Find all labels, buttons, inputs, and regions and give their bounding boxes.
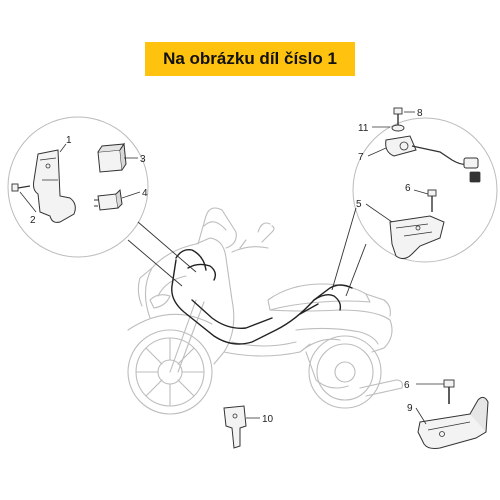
callout-9: 9 bbox=[407, 403, 427, 425]
screw-part-6-upper[interactable] bbox=[427, 189, 437, 212]
callout-10-number: 10 bbox=[262, 414, 274, 425]
callout-6-upper: 6 bbox=[405, 183, 429, 195]
callout-2: 2 bbox=[19, 191, 37, 226]
callout-7-number: 7 bbox=[358, 152, 364, 163]
scooter-illustration bbox=[127, 207, 403, 415]
relay-part-3[interactable] bbox=[97, 142, 127, 173]
connector-part-4[interactable] bbox=[94, 188, 123, 211]
callout-7: 7 bbox=[358, 147, 387, 163]
washer-part-11[interactable] bbox=[391, 124, 405, 132]
bracket-part-10[interactable] bbox=[223, 405, 247, 449]
part-number-banner: Na obrázku díl číslo 1 bbox=[145, 42, 355, 76]
callout-9-number: 9 bbox=[407, 403, 413, 414]
bracket-part-1[interactable] bbox=[33, 149, 76, 223]
callout-6-lower: 6 bbox=[404, 380, 444, 391]
callout-10: 10 bbox=[246, 414, 274, 425]
callout-2-number: 2 bbox=[30, 215, 36, 226]
callout-5-number: 5 bbox=[356, 199, 362, 210]
callout-8-number: 8 bbox=[417, 108, 423, 119]
screw-part-2[interactable] bbox=[11, 183, 31, 192]
bracket-part-5[interactable] bbox=[389, 215, 445, 260]
callout-8: 8 bbox=[404, 108, 423, 119]
callout-3-number: 3 bbox=[140, 154, 146, 165]
callout-6-lower-number: 6 bbox=[404, 380, 410, 391]
callout-1: 1 bbox=[59, 135, 72, 153]
callout-11-number: 11 bbox=[358, 123, 369, 134]
callout-1-number: 1 bbox=[66, 135, 72, 146]
right-detail-inset bbox=[331, 117, 498, 297]
bracket-part-9[interactable] bbox=[417, 396, 489, 449]
callout-3: 3 bbox=[124, 154, 146, 165]
wiring-harness bbox=[171, 248, 353, 345]
screw-part-6-lower[interactable] bbox=[443, 379, 455, 404]
sensor-part-7[interactable] bbox=[385, 135, 481, 183]
callout-4: 4 bbox=[121, 188, 148, 199]
callout-11: 11 bbox=[358, 123, 390, 134]
callout-6-upper-number: 6 bbox=[405, 183, 411, 194]
callout-4-number: 4 bbox=[142, 188, 148, 199]
callout-5: 5 bbox=[356, 199, 393, 223]
